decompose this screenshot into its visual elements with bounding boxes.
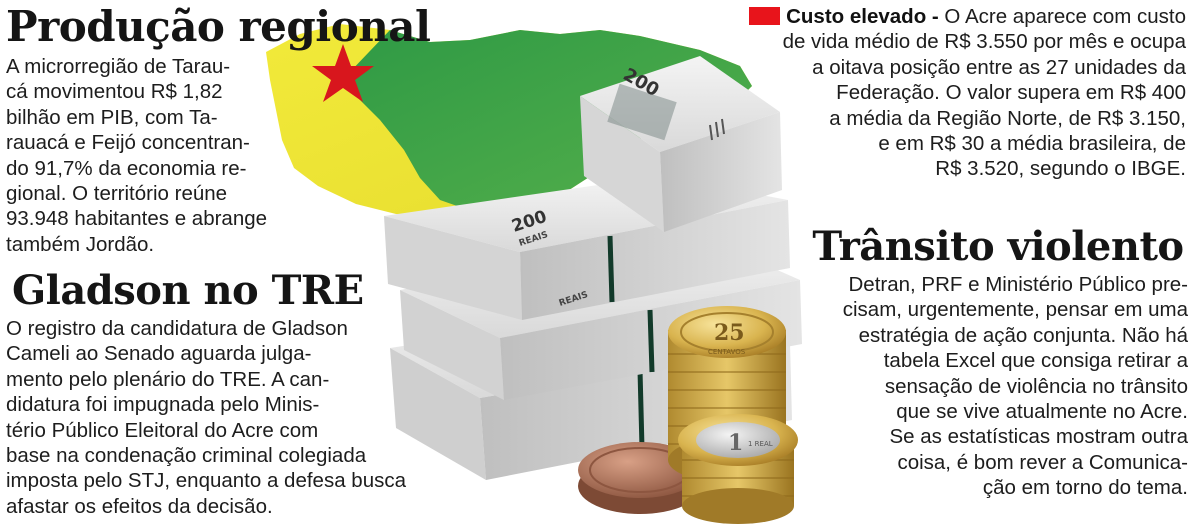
text-line: O registro da candidatura de Gladson	[6, 317, 348, 340]
section-custo-elevado: Custo elevado - O Acre aparece com custo…	[666, 4, 1186, 182]
text-line: rauacá e Feijó concentran-	[6, 131, 250, 155]
text-line: didatura foi impugnada pelo Minis-	[6, 393, 320, 417]
text-line: base na condenação criminal colegiada	[6, 444, 367, 468]
text-line: a média da Região Norte, de R$ 3.150,	[829, 106, 1186, 130]
svg-text:1: 1	[728, 430, 743, 456]
svg-text:1 REAL: 1 REAL	[748, 440, 773, 448]
text-line: A microrregião de Tarau-	[6, 55, 231, 78]
body-custo-elevado: Custo elevado - O Acre aparece com custo…	[666, 4, 1186, 182]
red-square-icon	[749, 7, 781, 25]
kicker-custo-elevado: Custo elevado -	[786, 5, 939, 28]
text-line: imposta pelo STJ, enquanto a defesa busc…	[6, 469, 407, 493]
text-line: Federação. O valor supera em R$ 400	[836, 81, 1186, 105]
headline-gladson-no-tre: Gladson no TRE	[12, 267, 364, 314]
text-line: Detran, PRF e Ministério Público pre-	[848, 273, 1188, 296]
text-line: a oitava posição entre as 27 unidades da	[812, 55, 1186, 79]
text-line: e em R$ 30 a média brasileira, de	[878, 132, 1186, 156]
text-line: que se vive atualmente no Acre.	[896, 400, 1188, 424]
text-line: gional. O território reúne	[6, 182, 228, 206]
text-line: estratégia de ação conjunta. Não há	[858, 323, 1188, 347]
text-line: cá movimentou R$ 1,82	[6, 80, 223, 104]
text-line: tabela Excel que consiga retirar a	[883, 349, 1188, 373]
text-line: Se as estatísticas mostram outra	[889, 425, 1188, 449]
text-line: O Acre aparece com custo	[938, 5, 1186, 28]
headline-producao-regional: Produção regional	[6, 2, 431, 51]
text-line: R$ 3.520, segundo o IBGE.	[935, 157, 1186, 181]
section-transito-violento: Trânsito violento Detran, PRF e Ministér…	[788, 224, 1188, 501]
section-producao-regional: Produção regional A microrregião de Tara…	[6, 2, 431, 257]
svg-text:CENTAVOS: CENTAVOS	[708, 348, 746, 356]
text-line: Cameli ao Senado aguarda julga-	[6, 342, 312, 366]
text-line: coisa, é bom rever a Comunica-	[897, 450, 1188, 474]
star-icon	[312, 44, 374, 102]
text-line: sensação de violência no trânsito	[884, 374, 1188, 398]
text-line: do 91,7% da economia re-	[6, 156, 247, 180]
text-line: também Jordão.	[6, 232, 155, 256]
text-line: cisam, urgentemente, pensar em uma	[842, 298, 1188, 322]
svg-text:25: 25	[714, 320, 745, 346]
text-line: tério Público Eleitoral do Acre com	[6, 418, 319, 442]
coin-stacks: 25 CENTAVOS 1 1 REAL	[578, 306, 798, 524]
section-gladson-no-tre: Gladson no TRE O registro da candidatura…	[6, 266, 486, 519]
body-producao-regional: A microrregião de Tarau- cá movimentou R…	[6, 54, 298, 257]
text-line: de vida médio de R$ 3.550 por mês e ocup…	[782, 30, 1186, 54]
text-line: ção em torno do tema.	[982, 476, 1188, 500]
body-gladson-no-tre: O registro da candidatura de Gladson Cam…	[6, 316, 406, 519]
text-line: mento pelo plenário do TRE. A can-	[6, 367, 330, 391]
text-line: 93.948 habitantes e abrange	[6, 207, 268, 231]
text-line: bilhão em PIB, com Ta-	[6, 105, 218, 129]
headline-transito-violento: Trânsito violento	[812, 223, 1184, 270]
body-transito-violento: Detran, PRF e Ministério Público pre- ci…	[788, 272, 1188, 501]
text-line: afastar os efeitos da decisão.	[6, 494, 273, 518]
